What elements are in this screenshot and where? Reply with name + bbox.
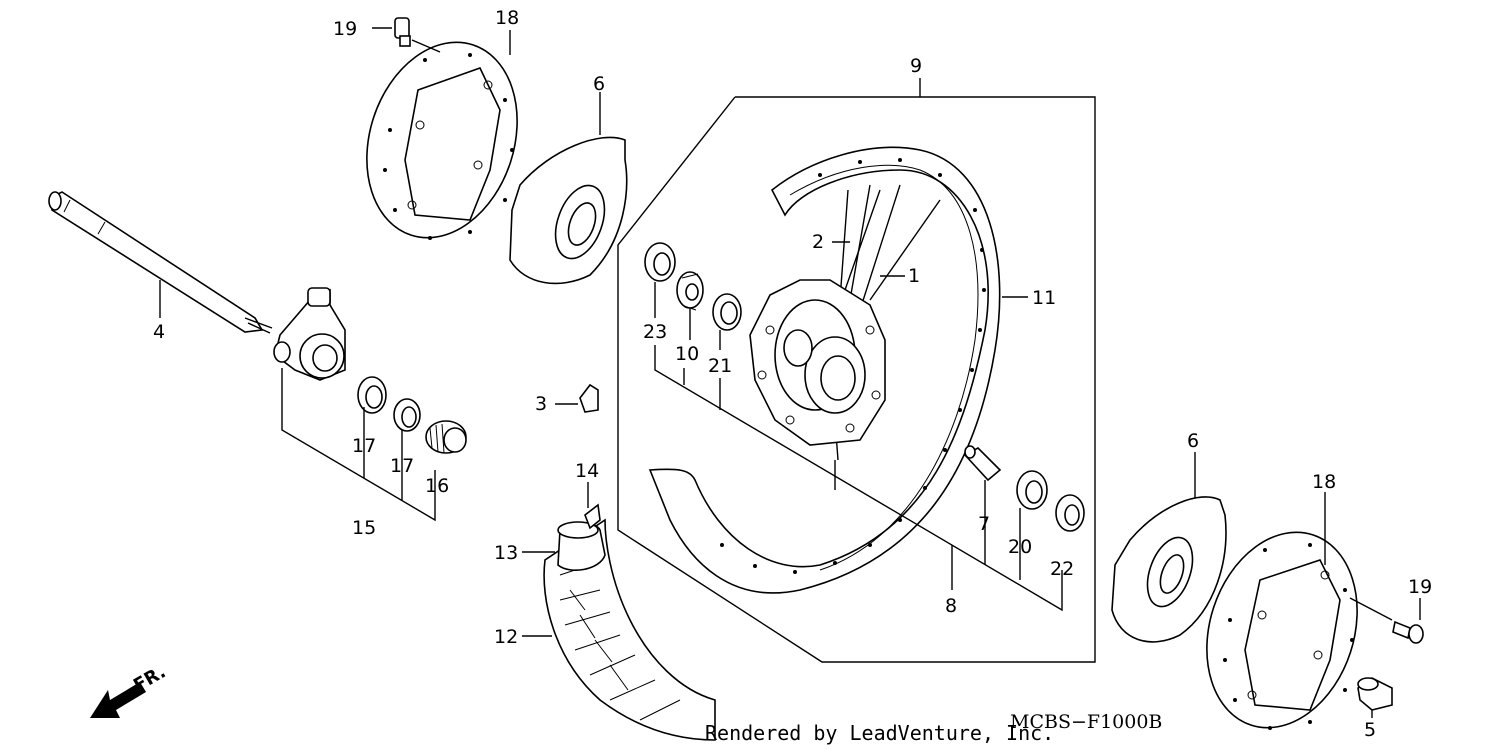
callout-16: 16 [425, 475, 449, 497]
bolt-upper[interactable] [372, 17, 441, 53]
callout-19a: 19 [333, 18, 357, 40]
bolt-lower[interactable] [1349, 597, 1424, 644]
speedometer-gearbox[interactable] [273, 287, 346, 381]
seal-17b[interactable] [393, 398, 421, 432]
callout-22: 22 [1050, 558, 1074, 580]
callout-14: 14 [575, 460, 599, 482]
speedometer-gear[interactable] [425, 420, 467, 454]
callout-23: 23 [643, 321, 667, 343]
callout-18b: 18 [1312, 471, 1336, 493]
callout-2: 2 [812, 231, 824, 253]
hub[interactable] [749, 279, 886, 446]
distance-collar[interactable] [963, 445, 1002, 482]
callout-19b: 19 [1408, 576, 1432, 598]
callout-15: 15 [352, 517, 376, 539]
front-direction-marker: FR. [90, 661, 169, 718]
valve-cap[interactable] [555, 383, 599, 413]
callout-5: 5 [1364, 719, 1376, 741]
bearing-20[interactable] [1016, 470, 1048, 510]
bearing-21[interactable] [712, 293, 742, 331]
callout-6b: 6 [1187, 430, 1199, 452]
callout-1: 1 [908, 265, 920, 287]
brake-disc-lower[interactable] [1183, 513, 1382, 748]
arrow-left-down-icon [90, 682, 146, 718]
seal-17a[interactable] [357, 376, 387, 414]
tube[interactable] [557, 521, 606, 571]
callout-17a: 17 [352, 435, 376, 457]
callout-12: 12 [494, 626, 518, 648]
wheel-assembly-frame [617, 78, 1096, 663]
leader-lines [159, 30, 1326, 637]
callout-11: 11 [1032, 287, 1056, 309]
dust-cover-upper[interactable] [509, 136, 628, 285]
axle[interactable] [48, 191, 273, 334]
callout-18a: 18 [495, 7, 519, 29]
bracket-8 [654, 345, 1063, 612]
spokes[interactable] [834, 184, 941, 461]
rim-spoke-holes [720, 158, 986, 574]
bearing-23[interactable] [644, 242, 676, 282]
callout-6a: 6 [593, 73, 605, 95]
callout-17b: 17 [390, 455, 414, 477]
callout-8: 8 [945, 595, 957, 617]
callout-4: 4 [153, 321, 165, 343]
rim-band[interactable] [584, 503, 601, 530]
seal-22[interactable] [1055, 494, 1085, 532]
callout-13: 13 [494, 542, 518, 564]
diagram-code: MCBS−F1000B [1010, 711, 1162, 733]
callout-7: 7 [978, 513, 990, 535]
callout-10: 10 [675, 343, 699, 365]
credit-text: Rendered by LeadVenture, Inc. [705, 721, 1054, 745]
rim[interactable] [648, 146, 1001, 594]
retainer-10[interactable] [676, 271, 704, 311]
callout-3: 3 [535, 393, 547, 415]
bracket-15 [281, 368, 436, 522]
callout-21: 21 [708, 355, 732, 377]
callout-20: 20 [1008, 536, 1032, 558]
callout-labels: 9 1 2 11 3 4 6 6 18 18 19 19 23 10 21 17… [153, 7, 1432, 741]
dust-cover-lower[interactable] [1111, 496, 1227, 643]
tire[interactable] [543, 518, 716, 741]
callout-9: 9 [910, 55, 922, 77]
side-collar[interactable] [1357, 677, 1393, 718]
brake-disc-upper[interactable] [343, 23, 542, 258]
